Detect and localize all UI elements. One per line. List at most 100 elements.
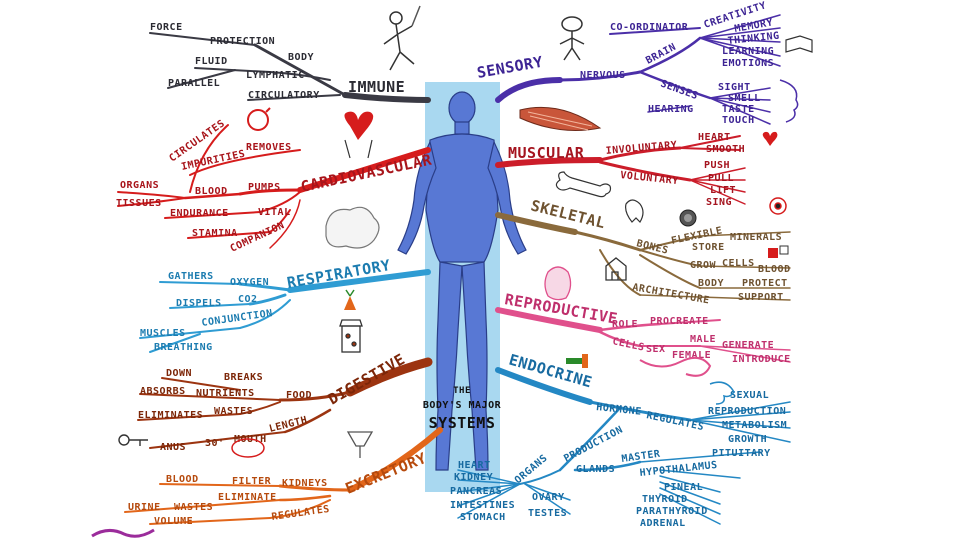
reproductive-label-male: MALE <box>690 334 716 345</box>
branch-reproductive <box>495 307 791 363</box>
sensory-label-senses: SENSES <box>659 78 700 102</box>
central-figure: THE BODY'S MAJOR SYSTEMS <box>397 82 527 492</box>
system-label-digestive: DIGESTIVE <box>325 350 408 408</box>
skeletal-label-support: SUPPORT <box>738 292 784 303</box>
glands-label-pituitary: PITUITARY <box>712 448 771 459</box>
glands-label-thyroid: THYROID <box>642 494 688 505</box>
sensory-label-coordinator: CO-ORDINATOR <box>610 22 689 33</box>
immune-label-lymphatic: LYMPHATIC <box>246 70 305 81</box>
respiratory-label-oxygen: OXYGEN <box>230 277 269 288</box>
cardio-label-blood: BLOOD <box>195 186 228 197</box>
glands-label-testes: TESTES <box>528 508 567 519</box>
glands-label-pancreas: PANCREAS <box>450 486 502 497</box>
muscular-label-involuntary: INVOLUNTARY <box>605 140 677 157</box>
doodle-brain-figure <box>559 16 585 61</box>
reproductive-label-cells: CELLS <box>611 336 645 354</box>
muscular-label-heart: HEART <box>698 132 731 143</box>
digestive-label-down: DOWN <box>166 368 192 379</box>
doodle-bone <box>555 171 612 198</box>
system-label-excretory: EXCRETORY <box>343 449 429 498</box>
glands-label-pineal: PINEAL <box>664 482 703 493</box>
center-title-line3: SYSTEMS <box>429 414 496 432</box>
glands-label-adrenal: ADRENAL <box>640 518 686 529</box>
muscular-label-sing: SING <box>706 197 732 208</box>
doodle-pliers <box>769 197 787 215</box>
glands-label-glands: GLANDS <box>576 464 615 475</box>
reproductive-label-sex: SEX <box>646 344 666 355</box>
sensory-label-sight: SIGHT <box>718 82 751 93</box>
reproductive-label-generate: GENERATE <box>722 340 774 351</box>
digestive-label-food: FOOD <box>286 390 312 401</box>
doodle-house <box>605 257 627 281</box>
doodle-book-icon <box>785 35 813 53</box>
skeletal-label-protect: PROTECT <box>742 278 788 289</box>
endocrine-label-hormone: HORMONE <box>596 402 643 418</box>
doodle-mouth-circle <box>231 438 265 458</box>
doodle-skeleton-runner <box>383 5 421 71</box>
reproductive-label-introduce: INTRODUCE <box>732 354 791 365</box>
doodle-muscle <box>519 106 602 131</box>
glands-label-intestines: INTESTINES <box>450 500 515 511</box>
endocrine-label-metabolism: METABOLISM <box>722 420 787 431</box>
figure-left-leg <box>435 261 463 471</box>
respiratory-label-muscles: MUSCLES <box>140 328 186 339</box>
glands-label-parathyroid: PARATHYROID <box>636 506 708 517</box>
glands-label-hypothalamus: HYPOTHALAMUS <box>639 460 718 479</box>
muscular-label-lift: LIFT <box>710 185 736 196</box>
cardio-label-vital: VITAL <box>258 207 291 218</box>
branch-cardio <box>117 124 431 249</box>
endocrine-label-regulates: REGULATES <box>645 410 705 433</box>
digestive-label-nutrients: NUTRIENTS <box>196 388 255 399</box>
doodle-funnel <box>346 431 374 458</box>
cardio-label-tissues: TISSUES <box>116 198 162 209</box>
branch-muscular <box>495 135 746 205</box>
corner-pink-mark <box>88 522 158 540</box>
doodle-pink-creature <box>544 266 572 301</box>
immune-label-circulatory: CIRCULATORY <box>248 90 320 101</box>
cardio-label-organs: ORGANS <box>120 180 159 191</box>
doodle-small-heart-icon <box>762 131 778 146</box>
figure-neck <box>454 121 470 135</box>
digestive-label-eliminates: ELIMINATES <box>138 410 203 421</box>
cardio-label-pumps: PUMPS <box>248 182 281 193</box>
muscular-label-voluntary: VOLUNTARY <box>620 170 680 187</box>
skeletal-label-cells: CELLS <box>722 258 755 269</box>
excretory-label-eliminate: ELIMINATE <box>218 492 277 503</box>
system-label-immune: IMMUNE <box>348 78 405 96</box>
sensory-label-nervous: NERVOUS <box>580 70 626 81</box>
reproductive-label-female: FEMALE <box>672 350 711 361</box>
excretory-label-regulates: REGULATES <box>271 504 331 523</box>
excretory-label-kidneys: KIDNEYS <box>282 478 328 489</box>
muscular-label-smooth: SMOOTH <box>706 144 745 155</box>
immune-label-body: BODY <box>288 52 314 63</box>
respiratory-label-conjunction: CONJUNCTION <box>201 308 274 329</box>
respiratory-label-co2: CO2 <box>238 294 258 305</box>
respiratory-label-dispels: DISPELS <box>176 298 222 309</box>
doodle-pink-loop <box>639 356 712 377</box>
endocrine-label-growth: GROWTH <box>728 434 767 445</box>
system-label-endocrine: ENDOCRINE <box>507 351 594 392</box>
digestive-label-wastes: WASTES <box>214 406 253 417</box>
branch-immune <box>149 32 431 103</box>
excretory-label-wastes: WASTES <box>174 502 213 513</box>
doodle-lungs-cloud <box>325 206 380 249</box>
sensory-label-emotions: EMOTIONS <box>722 58 774 69</box>
system-label-muscular: MUSCULAR <box>508 144 585 162</box>
respiratory-label-gathers: GATHERS <box>168 271 214 282</box>
skeletal-label-store: STORE <box>692 242 725 253</box>
immune-label-parallel: PARALLEL <box>168 78 220 89</box>
figure-right-leg <box>461 261 489 471</box>
doodle-container <box>339 319 363 353</box>
digestive-label-breaks: BREAKS <box>224 372 263 383</box>
system-label-sensory: SENSORY <box>476 53 545 82</box>
endocrine-label-sexual: SEXUAL <box>730 390 769 401</box>
doodle-cycle-arrow <box>247 107 271 131</box>
doodle-tooth <box>625 199 644 223</box>
center-title-line1: THE <box>453 386 471 396</box>
doodle-red-squares <box>768 245 789 258</box>
excretory-label-urine: URINE <box>128 502 161 513</box>
doodle-face-profile <box>779 79 799 123</box>
figure-head <box>448 91 476 125</box>
skeletal-label-minerals: MINERALS <box>730 232 782 243</box>
digestive-label-absorbs: ABSORBS <box>140 386 186 397</box>
